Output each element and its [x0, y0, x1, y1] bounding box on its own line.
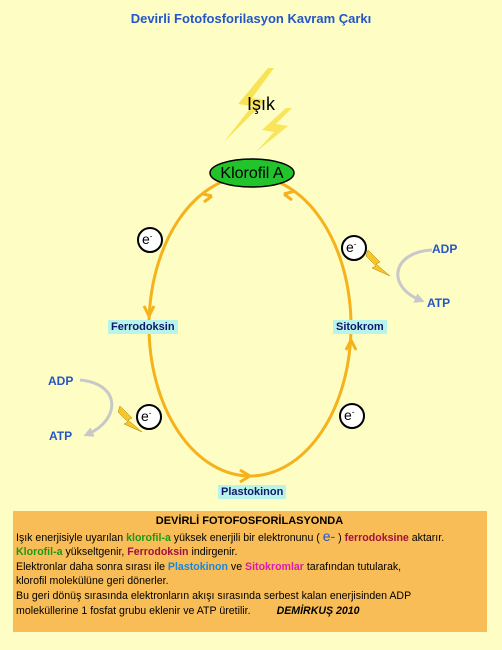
left-atp-arrow — [79, 378, 114, 437]
left-adp-label: ADP — [48, 374, 74, 388]
right-atp-label: ATP — [427, 296, 451, 310]
cycle-arrow-right — [344, 339, 358, 351]
small-bolt-icon — [365, 249, 391, 277]
info-line-1: Işık enerjisiyle uyarılan klorofil-a yük… — [16, 527, 445, 544]
chlorophyll-label: Klorofil A — [220, 165, 284, 182]
plastokinon-label: Plastokinon — [218, 485, 287, 499]
light-bolts-icon — [224, 68, 292, 152]
left-atp-label: ATP — [49, 429, 73, 443]
info-line-6: moleküllerine 1 fosfat grubu eklenir ve … — [16, 604, 360, 617]
page-title: Devirli Fotofosforilasyon Kavram Çarkı — [130, 11, 372, 26]
electron-label: e- — [344, 407, 355, 423]
signature: DEMİRKUŞ 2010 — [276, 604, 360, 617]
info-heading: DEVİRLİ FOTOFOSFORİLASYONDA — [155, 515, 344, 527]
electron-icon — [136, 227, 367, 430]
info-line-2: Klorofil-a yükseltgenir, Ferrodoksin ind… — [16, 546, 238, 559]
chlorophyll-node — [209, 158, 295, 188]
info-line-5: Bu geri dönüş sırasında elektronların ak… — [16, 589, 412, 602]
cycle-arrow-top-left — [202, 192, 213, 204]
info-line-3: Elektronlar daha sonra sırası ile Plasto… — [16, 560, 402, 573]
cycle-arrow-bottom — [239, 468, 251, 484]
right-adp-label: ADP — [432, 242, 458, 256]
cycle-arrow-top-right — [283, 189, 296, 202]
info-box: DEVİRLİ FOTOFOSFORİLASYONDA Işık enerjis… — [13, 511, 487, 632]
ferrodoksin-label: Ferrodoksin — [108, 320, 178, 334]
info-line-4: klorofil molekülüne geri dönerler. — [16, 575, 169, 588]
electron-label: e- — [346, 239, 357, 255]
electron-label: e- — [142, 231, 153, 247]
right-atp-arrow — [396, 248, 433, 303]
cycle-arrow-left — [142, 305, 156, 317]
light-label: Işık — [247, 94, 276, 114]
cycle-ring — [147, 174, 353, 478]
sitokrom-label: Sitokrom — [333, 320, 387, 334]
small-bolt-icon — [117, 405, 143, 433]
electron-label: e- — [141, 408, 152, 424]
